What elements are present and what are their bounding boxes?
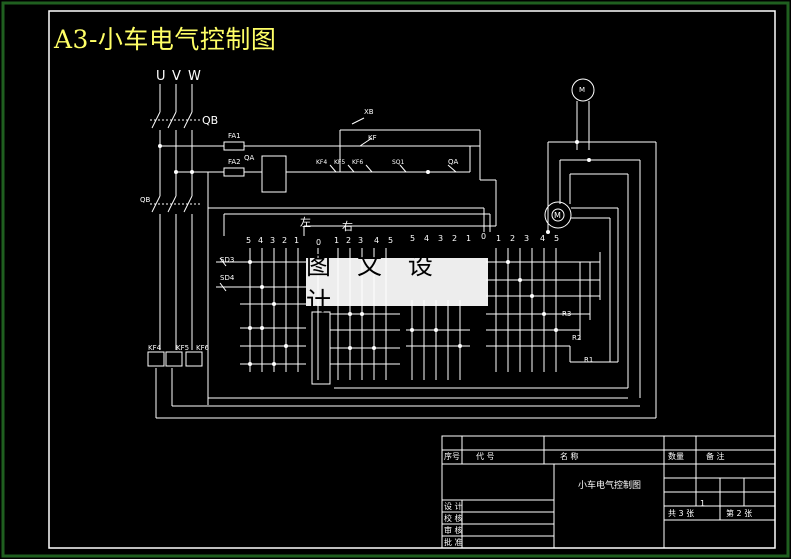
controller-right-grid [486,248,601,372]
right-pos: 5 [554,234,559,243]
schematic-labels: U V W QB QB FA1 FA2 QA XB KF KF4 KF5 KF6… [140,69,593,364]
contact-kf4-label: KF4 [316,159,327,166]
col-note-header: 备 注 [706,452,725,461]
direction-right-label: 右 [342,219,353,233]
contact-sq1-label: SQ1 [392,159,405,166]
relay-kf5-label: KF5 [176,344,189,352]
title-block [441,435,776,549]
contact-kf-label: KF [368,134,377,142]
coil-qa-label: QA [244,154,255,162]
sheet-number: 第 2 张 [726,509,753,518]
right-pos: 3 [524,234,529,243]
right-pos: 2 [452,234,457,243]
right-pos: 5 [410,234,415,243]
controller-right-positions: 5 4 3 2 1 0 1 2 3 4 5 [410,232,559,243]
left-pos: 4 [374,236,379,245]
left-pos: 5 [388,236,393,245]
left-pos: 0 [316,238,321,247]
watermark: 图 文 设 计 [306,251,488,316]
resistor-r2-label: R2 [572,334,581,342]
right-pos: 2 [510,234,515,243]
phase-u-label: U [156,69,166,84]
breaker-qb-label: QB [202,114,218,127]
left-pos: 2 [346,236,351,245]
resistor-r1-label: R1 [584,356,593,364]
scale-value: 1 [700,499,706,508]
left-pos: 3 [270,236,275,245]
contact-kf5-label: KF5 [334,159,345,166]
phase-v-label: V [172,69,181,84]
sheet-total: 共 3 张 [668,509,695,518]
left-pos: 2 [282,236,287,245]
switch-sd4-label: SD4 [220,274,235,282]
direction-left-label: 左 [300,216,311,229]
drawing-title: A3-小车电气控制图 [54,25,277,54]
relay-kf4-label: KF4 [148,344,162,352]
drawing-frame [48,10,776,549]
left-pos: 1 [294,236,299,245]
col-seq-header: 序号 [444,452,460,461]
right-pos: 1 [496,234,501,243]
right-pos: 4 [540,234,545,243]
sign-row-check: 校 核 [444,514,463,523]
col-name-header: 名 称 [560,452,579,461]
left-pos: 4 [258,236,263,245]
sign-row-review: 审 核 [444,526,463,535]
contact-qa-label: QA [448,158,459,166]
controller-left-positions: 5 4 3 2 1 0 1 2 3 4 5 [246,236,393,247]
motor-top-label: M [579,86,585,94]
col-qty-header: 数量 [668,452,684,461]
left-pos: 1 [334,236,339,245]
phase-w-label: W [188,69,201,84]
right-pos: 1 [466,234,471,243]
left-pos: 5 [246,236,251,245]
right-pos: 4 [424,234,429,243]
right-pos: 3 [438,234,443,243]
fuse-fa2-label: FA2 [228,158,241,166]
contact-xb-label: XB [364,108,374,116]
breaker-qb2-label: QB [140,196,151,204]
col-code-header: 代 号 [476,452,495,461]
relay-kf6-label: KF6 [196,344,210,352]
contact-kf6-label: KF6 [352,159,363,166]
schematic [147,78,657,419]
right-pos: 0 [481,232,486,241]
resistor-r3-label: R3 [562,310,571,318]
motor-main-label: M [554,211,561,220]
sign-row-design: 设 计 [444,502,463,511]
left-pos: 3 [358,236,363,245]
switch-sd3-label: SD3 [220,256,234,264]
circuit-nodes [158,140,591,366]
fuse-fa1-label: FA1 [228,132,241,140]
sign-row-approve: 批 准 [444,538,463,547]
drawing-name: 小车电气控制图 [578,481,642,491]
